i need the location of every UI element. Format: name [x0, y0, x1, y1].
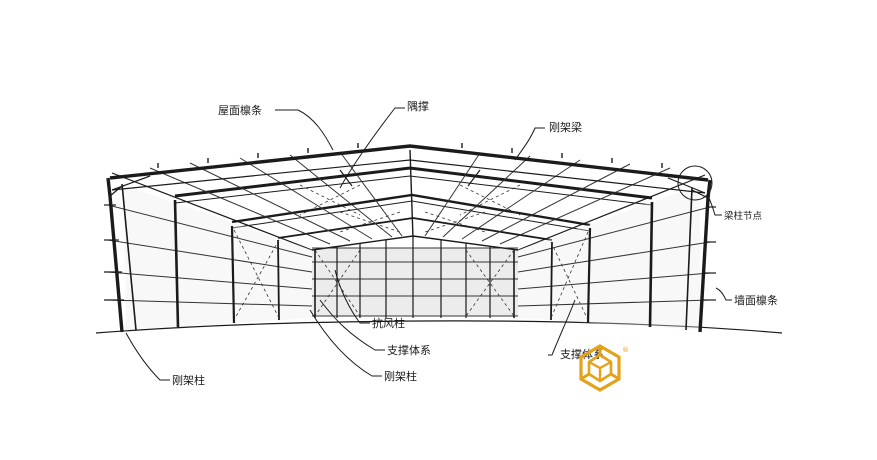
wind-columns [314, 238, 515, 318]
label-rigid-beam: 刚架梁 [549, 120, 582, 134]
label-wall-purlin: 墙面檩条 [734, 293, 778, 307]
label-bracing-system-center: 支撑体系 [387, 343, 431, 357]
label-beam-column-joint: 梁柱节点 [724, 210, 763, 222]
right-wall [517, 185, 711, 330]
back-wall-bracing [314, 249, 515, 317]
label-roof-purlin: 屋面檩条 [218, 103, 262, 117]
label-bracing: 隅撑 [407, 99, 429, 113]
front-rigid-frame [104, 143, 716, 333]
label-rigid-column-center: 刚架柱 [384, 369, 417, 383]
leader-lines [125, 107, 732, 381]
label-rigid-column-left: 刚架柱 [172, 373, 205, 387]
left-wall [107, 185, 313, 330]
roof-bracing [299, 184, 521, 233]
hexagon-logo-icon [579, 344, 621, 392]
back-wall [312, 238, 518, 318]
roof-purlins [149, 151, 671, 245]
label-wind-column: 抗风柱 [372, 316, 405, 330]
registered-mark: ® [622, 346, 629, 354]
beam-column-joint-circle [677, 165, 713, 201]
diagram-labels: 屋面檩条 隅撑 刚架梁 梁柱节点 墙面檩条 抗风柱 支撑体系 刚架柱 支撑体系 … [172, 99, 778, 387]
